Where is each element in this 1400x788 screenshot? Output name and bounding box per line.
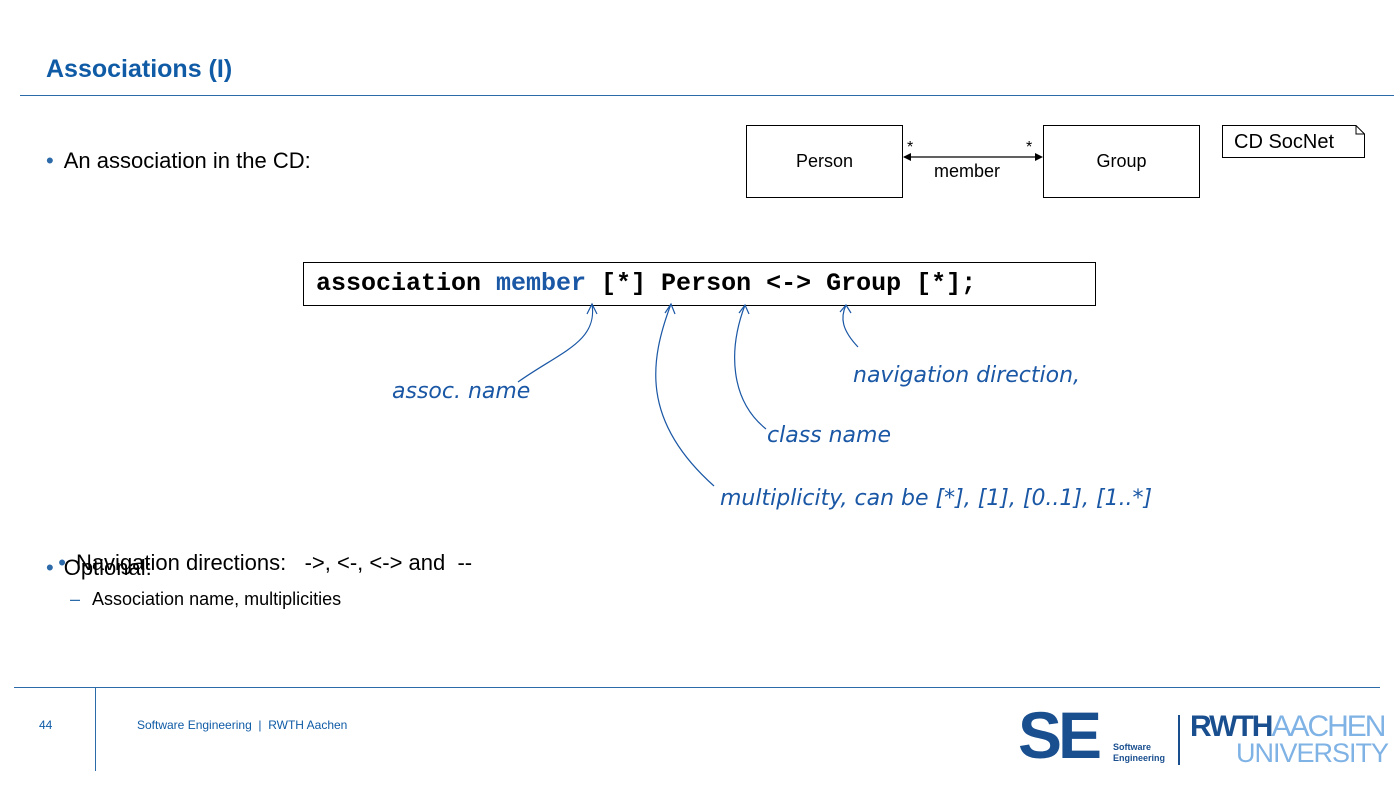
association-code: association member [*] Person <-> Group …	[303, 262, 1096, 306]
logo-separator	[1178, 715, 1180, 765]
arrow-multiplicity-icon	[655, 303, 715, 487]
arrowhead-multiplicity-icon	[664, 302, 676, 315]
uml-class-person: Person	[746, 125, 903, 198]
slide-title: Associations (I)	[46, 55, 233, 83]
title-divider	[20, 95, 1394, 96]
bullet-optional: •Optional:	[46, 555, 152, 580]
bullet-dot-icon: •	[46, 148, 54, 173]
arrow-class-name-icon	[734, 304, 767, 430]
footer-vertical-divider	[95, 687, 96, 771]
footer-divider	[14, 687, 1380, 688]
multiplicity-left: *	[907, 139, 914, 156]
bullet-association: •An association in the CD:	[46, 148, 311, 173]
footer-text: Software Engineering | RWTH Aachen	[137, 718, 348, 732]
arrowhead-navigation-icon	[839, 303, 852, 314]
note-label: CD SocNet	[1234, 131, 1335, 153]
bullet-dot-icon: •	[46, 555, 54, 580]
multiplicity-right: *	[1026, 139, 1033, 156]
rwth-university: UNIVERSITY	[1236, 738, 1389, 768]
se-logo-label: Software Engineering	[1113, 742, 1166, 763]
arrow-assoc-name-icon	[517, 303, 594, 383]
annotation-navigation: navigation direction,	[853, 363, 1081, 388]
page-number: 44	[39, 718, 53, 732]
sub-bullet-names: –Association name, multiplicities	[70, 589, 342, 609]
bullet-navigation: •Navigation directions: ->, <-, <-> and …	[58, 550, 473, 575]
association-arrow-icon	[903, 153, 1043, 161]
rwth-logo: RWTHAACHEN	[1190, 710, 1386, 743]
se-logo: SE	[1018, 698, 1102, 772]
association-label: member	[934, 161, 1001, 181]
note-corner-icon	[1222, 125, 1365, 158]
arrowhead-class-name-icon	[738, 303, 750, 315]
annotation-assoc-name: assoc. name	[392, 379, 531, 404]
sub-bullet-dash-icon: –	[70, 589, 81, 609]
annotation-multiplicity: multiplicity, can be [*], [1], [0..1], […	[720, 486, 1153, 511]
code-keyword-member: member	[496, 269, 587, 298]
arrowhead-assoc-name-icon	[586, 302, 598, 315]
bullet-dot-icon: •	[58, 550, 66, 575]
annotation-class-name: class name	[767, 423, 891, 448]
arrow-navigation-icon	[842, 304, 859, 348]
diagram-note: CD SocNet	[1222, 125, 1365, 158]
uml-class-group: Group	[1043, 125, 1200, 198]
